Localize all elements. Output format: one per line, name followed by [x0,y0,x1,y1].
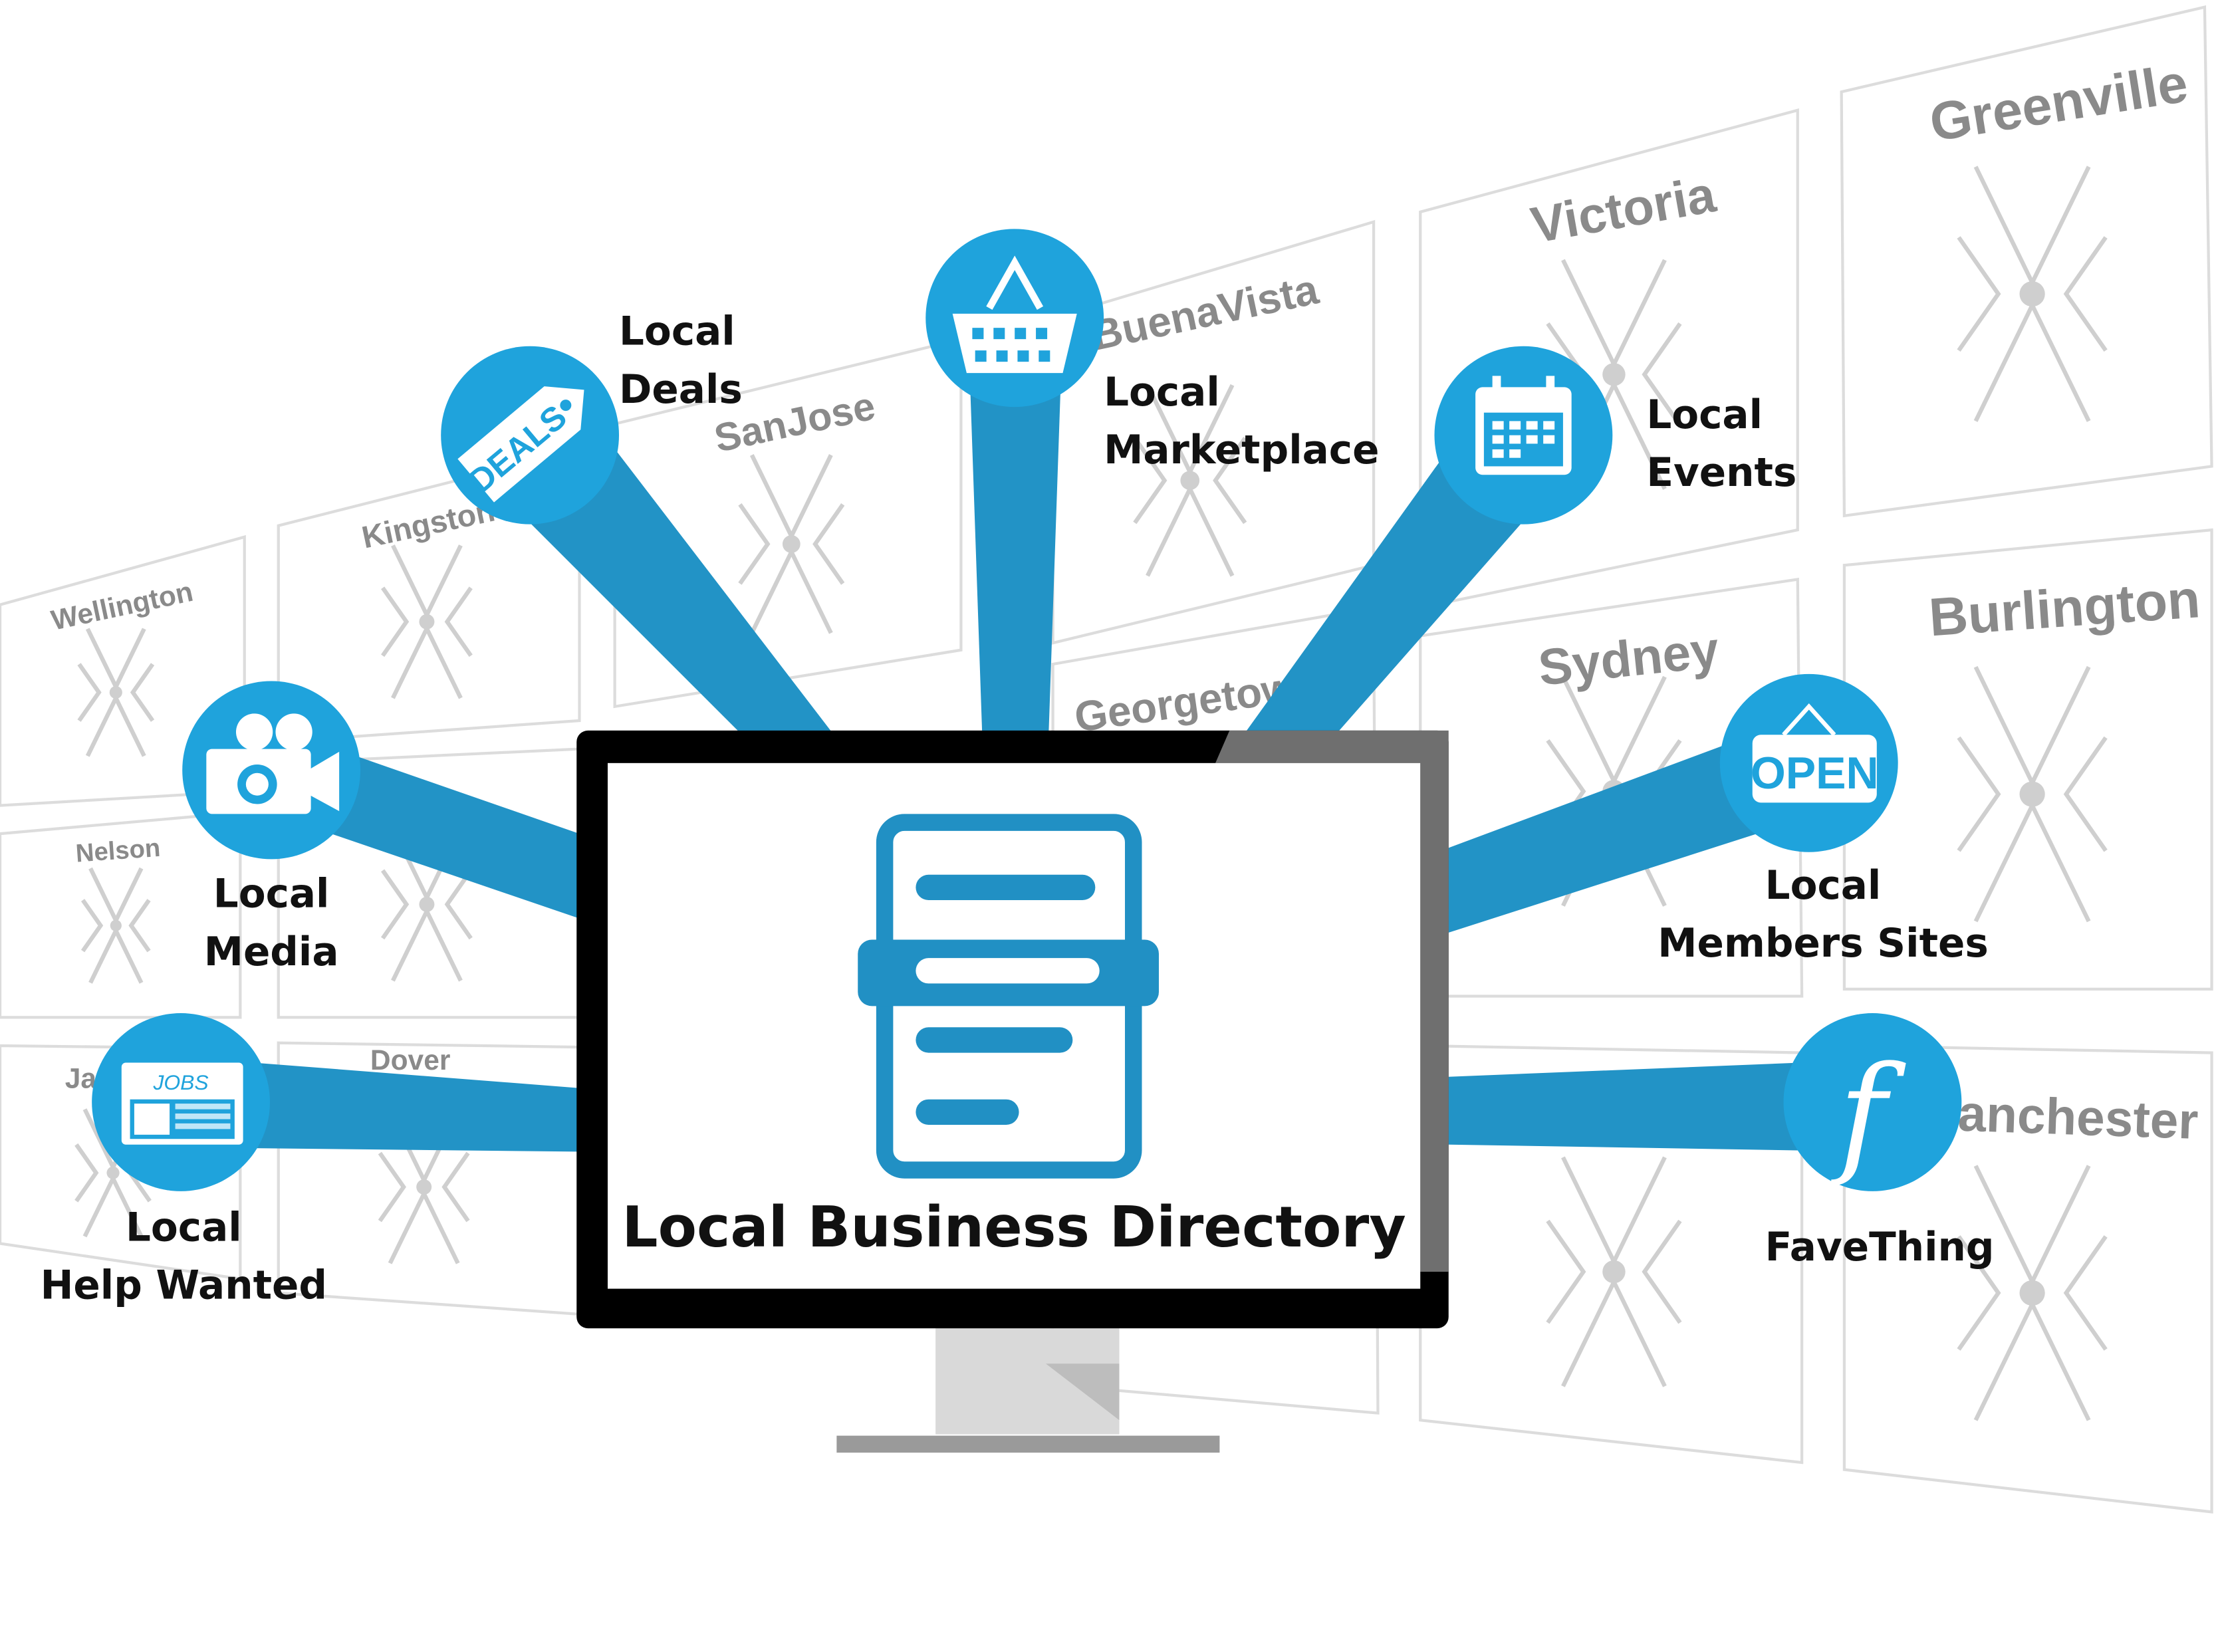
label-line: Local [213,870,330,917]
city-logo-dot [2019,1280,2045,1306]
city-label: Nelson [74,834,161,868]
city-logo-dot [2019,781,2045,807]
city-logo-dot [1180,471,1200,491]
city-label: anchester [1957,1086,2199,1151]
spoke-fave [1448,1060,1873,1152]
label-line: Local [1646,391,1763,438]
monitor-base [836,1435,1220,1453]
fave-circle [1783,1013,1962,1191]
city-logo-dot [419,896,435,912]
directory-document-icon [858,814,1159,1179]
label-line: Help Wanted [40,1262,328,1309]
city-card [1840,5,2213,518]
monitor-stand [935,1328,1120,1435]
city-logo-dot [416,1179,432,1195]
city-logo-dot [782,534,800,553]
city-logo-dot [106,1166,120,1179]
label-line: Media [203,928,339,975]
open-badge-text: OPEN [1751,748,1879,798]
calendar-icon [1475,376,1572,475]
spoke-jobs [181,1056,580,1152]
label-line: Deals [619,366,743,413]
label-line: FaveThing [1765,1223,1995,1270]
label-favething: FaveThing [1738,1218,2021,1276]
camera-icon [206,713,340,814]
city-label: Ja [65,1064,97,1095]
city-logo-dot [419,614,435,630]
label-line: Local [1765,862,1882,909]
label-line: Local [125,1204,242,1251]
page-title: Local Business Directory [622,1195,1406,1261]
jobs-badge-text: JOBS [152,1070,208,1094]
city-logo-dot [1602,363,1626,386]
city-card [1842,528,2213,991]
label-line: Local [1104,368,1220,415]
city-logo-dot [110,919,122,931]
city-logo-dot [1602,1260,1626,1284]
open-sign-icon: OPEN [1751,703,1879,803]
label-line: Local [619,308,735,355]
jobs-newspaper-icon: JOBS [121,1062,243,1145]
shopping-basket-icon [952,255,1077,374]
spoke-marketplace [968,324,1063,735]
label-line: Marketplace [1104,426,1380,474]
label-line: Events [1646,449,1797,497]
label-line: Members Sites [1658,919,1989,967]
city-label: Dover [370,1045,450,1076]
city-logo-dot [109,685,122,699]
monitor-screen [608,763,1421,1289]
city-logo-dot [2019,281,2045,307]
